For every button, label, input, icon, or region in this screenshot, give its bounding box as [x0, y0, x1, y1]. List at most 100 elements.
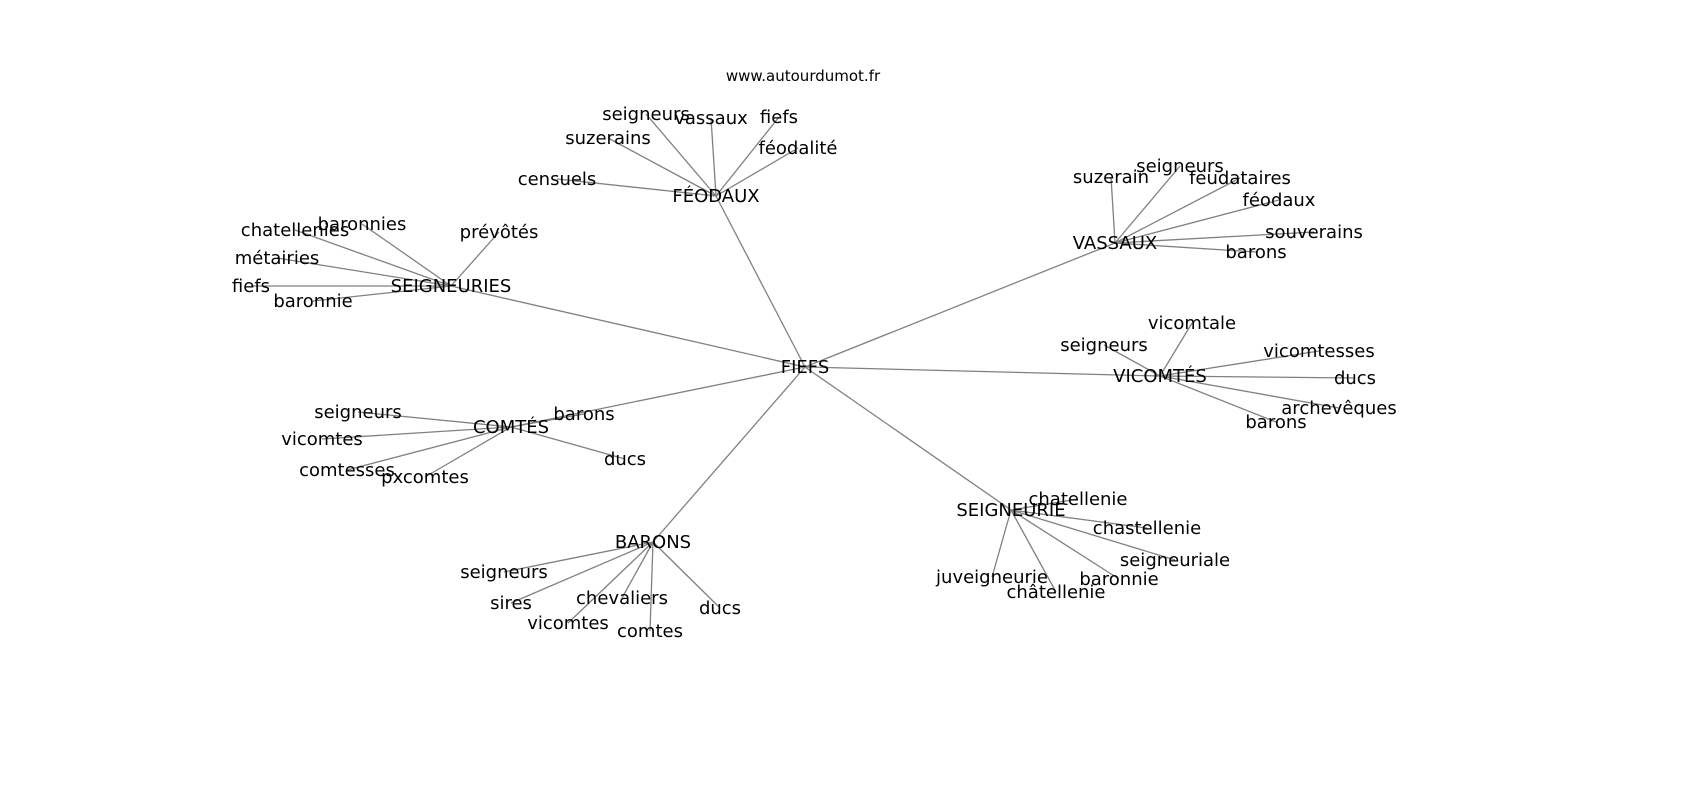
leaf-node-label: archevêques — [1281, 398, 1396, 419]
edge-hub-leaf — [1114, 177, 1241, 244]
edge-hub-leaf — [556, 178, 717, 197]
edge-hub-leaf — [607, 137, 717, 197]
edge-hub-leaf — [276, 257, 452, 287]
leaf-node-label: baronnies — [318, 214, 407, 235]
edge-hub-leaf — [1010, 509, 1120, 580]
leaf-node-label: feudataires — [1189, 168, 1291, 189]
edge-hub-leaf — [1159, 322, 1193, 377]
leaf-node-label: seigneurs — [314, 402, 402, 423]
edge-hub-leaf — [357, 411, 512, 428]
edge-hub-leaf — [312, 285, 452, 302]
center-node-label: FIEFS — [781, 357, 830, 378]
edge-center-hub — [652, 366, 806, 543]
leaf-node-label: métairies — [235, 248, 320, 269]
edge-hub-leaf — [991, 509, 1012, 578]
edge-hub-leaf — [346, 426, 512, 471]
leaf-node-label: chatellenie — [1028, 489, 1127, 510]
edge-hub-leaf — [710, 117, 717, 197]
edge-hub-leaf — [294, 229, 452, 287]
edge-hub-leaf — [649, 541, 654, 632]
edges — [251, 113, 1356, 632]
leaf-node-label: comtes — [617, 621, 683, 642]
leaf-node-label: suzerains — [565, 128, 651, 149]
edge-hub-leaf — [621, 541, 654, 599]
leaf-node-label: chevaliers — [576, 588, 668, 609]
leaf-node-label: vicomtale — [1148, 313, 1236, 334]
edge-hub-leaf — [450, 231, 500, 287]
leaf-node-label: pxcomtes — [381, 467, 469, 488]
edge-hub-leaf — [1110, 176, 1116, 244]
hub-node-label: FÉODAUX — [672, 185, 759, 207]
leaf-node-label: fiefs — [760, 107, 798, 128]
edge-hub-leaf — [1010, 498, 1079, 511]
leaf-node-label: ducs — [1334, 368, 1376, 389]
edge-hub-leaf — [1159, 350, 1320, 377]
edge-hub-leaf — [1114, 199, 1280, 244]
edge-hub-leaf — [1010, 509, 1176, 561]
hub-node-label: SEIGNEURIES — [391, 276, 512, 297]
leaf-node-label: ducs — [604, 449, 646, 470]
leaf-node-label: suzerain — [1073, 167, 1149, 188]
edge-hub-leaf — [361, 223, 452, 287]
edge-center-hub — [450, 285, 806, 368]
leaf-node-label: souverains — [1265, 222, 1363, 243]
leaf-node-label: chatellenies — [241, 220, 349, 241]
leaf-node-label: baronnie — [1079, 569, 1158, 590]
leaf-node-label: féodaux — [1243, 190, 1316, 211]
edge-hub-leaf — [510, 541, 654, 604]
leaf-node-label: vicomtes — [281, 429, 363, 450]
hub-node-label: BARONS — [615, 532, 691, 553]
edge-center-hub — [715, 195, 806, 368]
edge-hub-leaf — [510, 426, 626, 460]
leaf-node-label: juveigneurie — [935, 567, 1048, 588]
edge-hub-leaf — [715, 116, 780, 197]
leaf-node-label: vassaux — [674, 108, 748, 129]
leaf-node-label: vicomtesses — [1263, 341, 1374, 362]
edge-hub-leaf — [1159, 375, 1340, 409]
edge-hub-leaf — [1159, 375, 1277, 423]
leaf-node-label: sires — [490, 593, 532, 614]
leaf-node-label: barons — [1225, 242, 1286, 263]
leaf-node-label: chastellenie — [1093, 518, 1201, 539]
leaf-node-label: seigneurs — [1136, 156, 1224, 177]
hub-node-label: SEIGNEURIE — [956, 500, 1065, 521]
leaf-node-label: vicomtes — [527, 613, 609, 634]
edge-hub-leaf — [567, 541, 654, 624]
edge-hub-leaf — [645, 113, 717, 197]
edge-hub-leaf — [321, 426, 512, 440]
leaf-node-label: barons — [553, 404, 614, 425]
leaf-node-label: prévôtés — [460, 222, 539, 243]
edge-hub-leaf — [1010, 509, 1148, 529]
leaf-node-label: fiefs — [232, 276, 270, 297]
edge-hub-leaf — [1114, 231, 1315, 244]
edge-hub-leaf — [715, 147, 799, 197]
leaf-node-label: seigneuriale — [1120, 550, 1230, 571]
edge-hub-leaf — [1114, 242, 1257, 253]
edge-hub-leaf — [652, 541, 721, 609]
leaf-node-label: seigneurs — [460, 562, 548, 583]
edge-hub-leaf — [424, 426, 512, 478]
edge-center-hub — [804, 242, 1116, 368]
edge-hub-leaf — [1159, 375, 1356, 379]
leaf-node-label: censuels — [518, 169, 597, 190]
hub-node-label: COMTÉS — [473, 416, 549, 438]
edge-hub-leaf — [510, 413, 585, 428]
edge-center-hub — [510, 366, 806, 428]
edge-center-hub — [804, 366, 1012, 511]
edge-hub-leaf — [503, 541, 654, 573]
edge-hub-leaf — [1010, 509, 1057, 593]
hub-node-label: VASSAUX — [1073, 233, 1157, 254]
leaf-node-label: comtesses — [299, 460, 395, 481]
leaf-node-label: barons — [1245, 412, 1306, 433]
edge-hub-leaf — [1114, 165, 1181, 244]
site-title: www.autourdumot.fr — [726, 67, 881, 85]
edge-hub-leaf — [1103, 344, 1161, 377]
leaf-node-label: seigneurs — [1060, 335, 1148, 356]
edge-center-hub — [804, 366, 1161, 377]
hub-node-label: VICOMTÉS — [1113, 365, 1207, 387]
leaf-node-label: ducs — [699, 598, 741, 619]
leaf-node-label: baronnie — [273, 291, 352, 312]
leaf-node-label: seigneurs — [602, 104, 690, 125]
